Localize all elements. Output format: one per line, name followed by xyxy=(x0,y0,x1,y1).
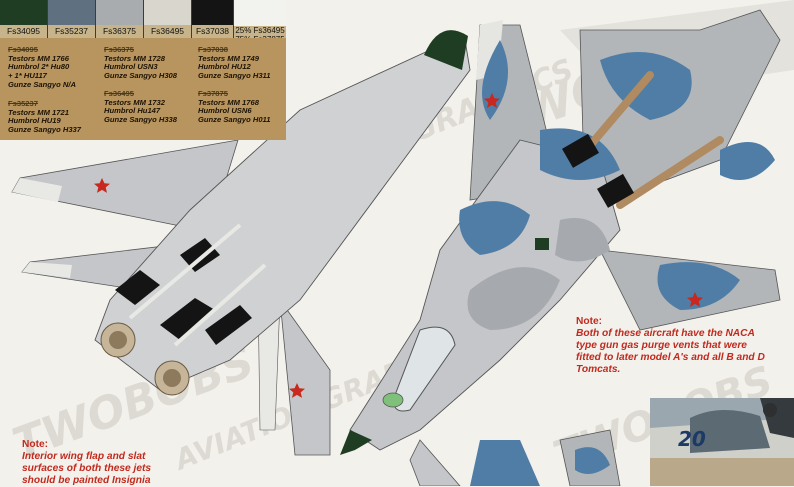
paint-ref-line: Humbrol HU19 xyxy=(8,116,61,126)
paint-reference-panel: Fs34095 Testors MM 1766 Humbrol 2* Hu80 … xyxy=(0,38,286,140)
swatch-label: Fs36495 xyxy=(144,25,191,38)
swatch-label-line: 25% Fs36495 xyxy=(235,26,285,35)
paint-ref-line: Gunze Sangyo H311 xyxy=(198,71,271,81)
paint-ref-line: Humbrol USN6 xyxy=(198,106,252,116)
paint-ref-code: Fs37875 xyxy=(198,89,228,98)
note-interior-flaps: Note: Interior wing flap and slat surfac… xyxy=(22,439,202,487)
swatch-fs36495: Fs36495 xyxy=(144,0,192,38)
swatch-color xyxy=(192,0,233,25)
paint-ref-line: Gunze Sangyo H011 xyxy=(198,115,271,125)
note-line: type gun gas purge vents that were xyxy=(576,340,747,351)
paint-ref-line: Humbrol HU12 xyxy=(198,62,251,72)
aircraft-right-top xyxy=(340,9,781,455)
paint-ref-line: Gunze Sangyo H308 xyxy=(104,71,178,81)
paint-ref-line: Gunze Sangyo H338 xyxy=(104,115,178,125)
paint-ref-fs36495: Fs36495 Testors MM 1732 Humbrol Hu147 Gu… xyxy=(104,89,178,125)
paint-ref-code: Fs35237 xyxy=(8,99,38,108)
swatch-fs37038: Fs37038 xyxy=(192,0,234,38)
red-star-icon xyxy=(484,93,500,108)
paint-ref-code: Fs36495 xyxy=(104,89,134,98)
note-title: Note: xyxy=(576,316,603,327)
swatch-label: Fs34095 xyxy=(0,25,47,38)
aircraft-fragments-bottom xyxy=(409,429,621,486)
paint-ref-line: Humbrol USN3 xyxy=(104,62,158,72)
swatch-color xyxy=(234,0,286,25)
reference-photo: 20 xyxy=(650,398,794,486)
swatch-fs34095: Fs34095 xyxy=(0,0,48,38)
swatch-label: Fs36375 xyxy=(96,25,143,38)
note-line: Tomcats. xyxy=(576,364,621,375)
paint-ref-line: Humbrol Hu147 xyxy=(104,106,161,116)
swatch-fs36495-fs37875-mix: 25% Fs36495 75% Fs37875 xyxy=(234,0,286,46)
note-line: fitted to later model A's and all B and … xyxy=(576,352,765,363)
paint-ref-fs37038: Fs37038 Testors MM 1749 Humbrol HU12 Gun… xyxy=(198,45,271,81)
red-star-icon xyxy=(94,178,110,193)
note-line: Interior wing flap and slat xyxy=(22,451,146,462)
red-star-icon xyxy=(687,292,703,307)
swatch-color xyxy=(0,0,47,25)
swatch-color xyxy=(144,0,191,25)
paint-ref-fs35237: Fs35237 Testors MM 1721 Humbrol HU19 Gun… xyxy=(8,99,82,135)
swatch-label: Fs37038 xyxy=(192,25,233,38)
paint-ref-line: Humbrol 2* Hu80 xyxy=(8,62,70,72)
paint-ref-fs34095: Fs34095 Testors MM 1766 Humbrol 2* Hu80 … xyxy=(8,45,76,90)
paint-ref-line: Testors MM 1721 xyxy=(8,107,69,117)
paint-ref-line: Testors MM 1766 xyxy=(8,53,69,63)
paint-ref-line: Testors MM 1749 xyxy=(198,53,259,63)
paint-ref-code: Fs34095 xyxy=(8,45,38,54)
paint-ref-fs36375: Fs36375 Testors MM 1728 Humbrol USN3 Gun… xyxy=(104,45,178,81)
paint-ref-code: Fs36375 xyxy=(104,45,134,54)
note-naca-vents: Note: Both of these aircraft have the NA… xyxy=(576,316,790,376)
aircraft-left-underside xyxy=(11,30,471,456)
paint-ref-line: Testors MM 1732 xyxy=(104,97,165,107)
swatch-color xyxy=(48,0,95,25)
swatch-fs36375: Fs36375 xyxy=(96,0,144,38)
paint-ref-line: Gunze Sangyo H337 xyxy=(8,125,82,135)
paint-ref-line: Testors MM 1768 xyxy=(198,97,259,107)
paint-ref-line: Gunze Sangyo N/A xyxy=(8,79,76,89)
photo-modex-number: 20 xyxy=(678,427,706,451)
note-title: Note: xyxy=(22,439,49,450)
paint-ref-fs37875: Fs37875 Testors MM 1768 Humbrol USN6 Gun… xyxy=(198,89,271,125)
swatch-label: Fs35237 xyxy=(48,25,95,38)
swatch-fs35237: Fs35237 xyxy=(48,0,96,38)
paint-ref-line: Testors MM 1728 xyxy=(104,53,165,63)
note-line: should be painted Insignia xyxy=(22,475,151,486)
color-swatch-strip: Fs34095 Fs35237 Fs36375 Fs36495 Fs37038 … xyxy=(0,0,286,46)
paint-ref-line: + 1* HU117 xyxy=(8,71,47,81)
paint-ref-code: Fs37038 xyxy=(198,45,228,54)
note-line: surfaces of both these jets xyxy=(22,463,152,474)
swatch-color xyxy=(96,0,143,25)
red-star-icon xyxy=(289,383,305,398)
note-line: Both of these aircraft have the NACA xyxy=(576,328,755,339)
